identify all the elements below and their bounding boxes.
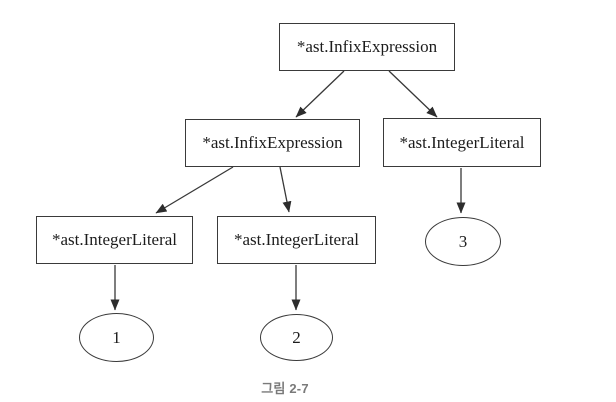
edge-root-to-right-literal (388, 70, 438, 118)
node-integer-literal-a: *ast.IntegerLiteral (36, 216, 193, 264)
edge-left-infix-to-literal-a (155, 166, 234, 214)
node-root-infix-expression: *ast.InfixExpression (279, 23, 455, 71)
figure-caption: 그림 2-7 (261, 381, 309, 396)
edge-root-to-left-infix (295, 70, 345, 118)
edge-left-infix-to-literal-b (279, 166, 292, 213)
node-left-infix-expression: *ast.InfixExpression (185, 119, 360, 167)
node-value-3: 3 (425, 217, 501, 266)
node-right-integer-literal: *ast.IntegerLiteral (383, 118, 541, 167)
node-integer-literal-b: *ast.IntegerLiteral (217, 216, 376, 264)
node-value-2: 2 (260, 314, 333, 361)
node-value-1: 1 (79, 313, 154, 362)
